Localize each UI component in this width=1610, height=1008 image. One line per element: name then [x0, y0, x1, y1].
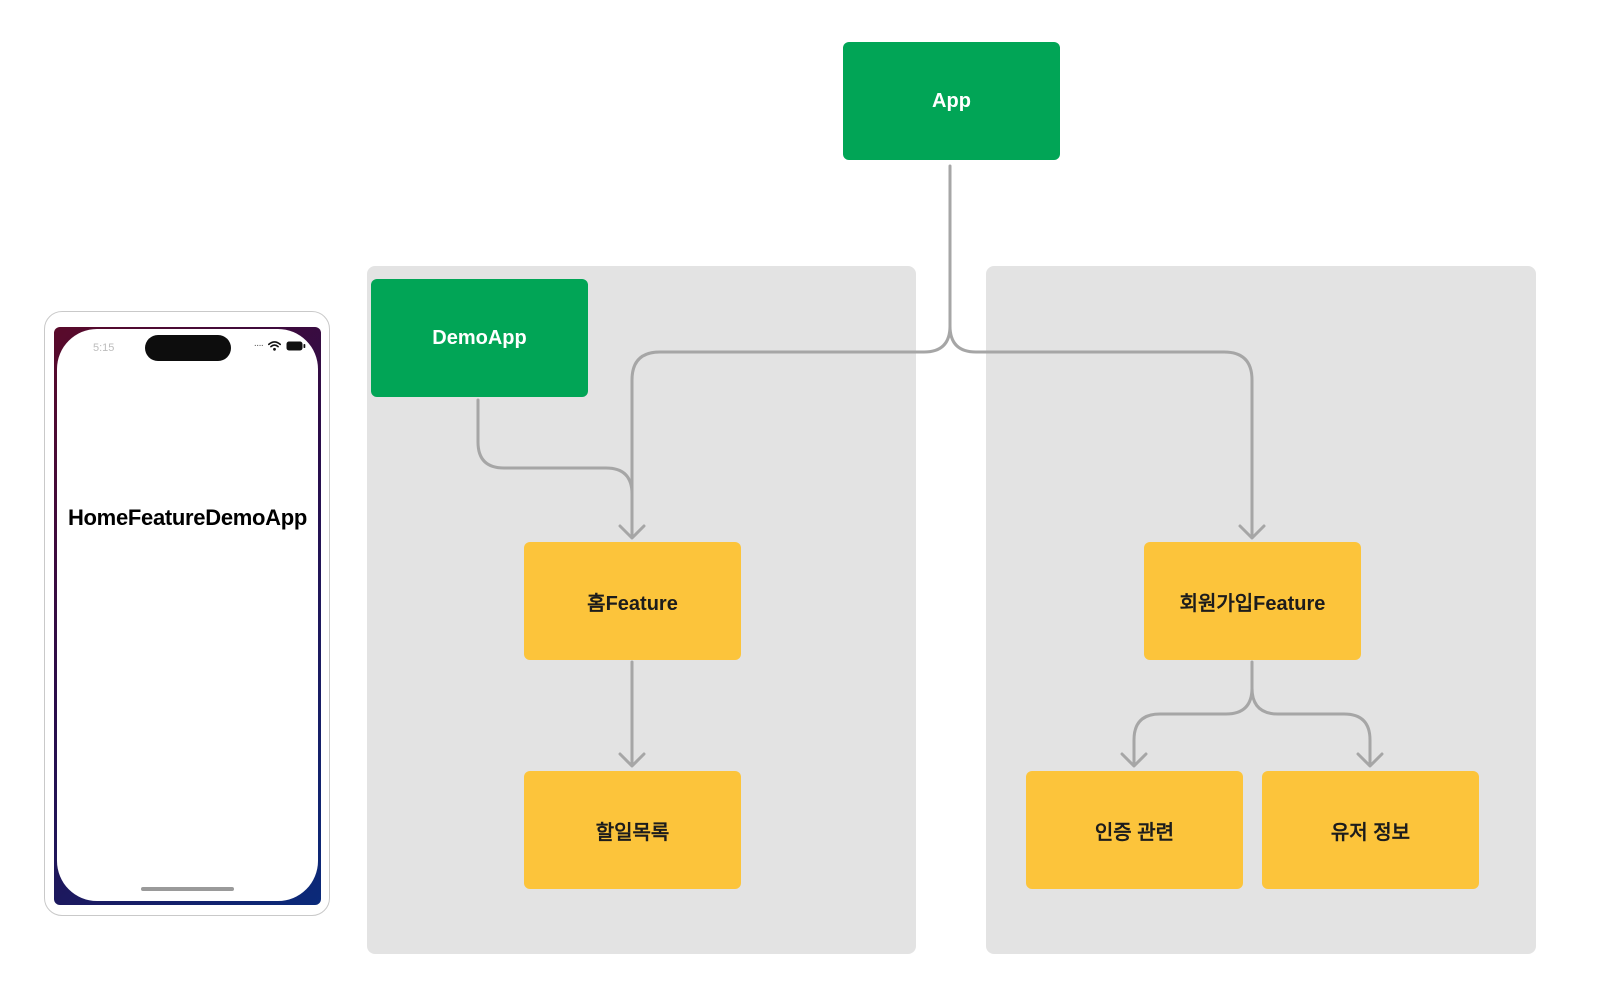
app-node[interactable]: App [843, 42, 1060, 160]
auth-node[interactable]: 인증 관련 [1026, 771, 1243, 889]
cellular-signal-icon: ···· [253, 340, 264, 351]
demoapp-node[interactable]: DemoApp [371, 279, 588, 397]
dynamic-island [145, 335, 231, 361]
status-bar-icons: ···· [254, 341, 306, 351]
home-feature-node[interactable]: 홈Feature [524, 542, 741, 660]
home-indicator[interactable] [141, 887, 234, 891]
screen-title: HomeFeatureDemoApp [67, 505, 308, 530]
battery-icon [286, 341, 306, 351]
status-time: 5:15 [93, 342, 115, 354]
user-info-node[interactable]: 유저 정보 [1262, 771, 1479, 889]
phone-screen: 5:15 ···· HomeFeatureDemoApp [57, 329, 318, 901]
signup-feature-node[interactable]: 회원가입Feature [1144, 542, 1361, 660]
wifi-icon [268, 341, 281, 351]
todo-list-node[interactable]: 할일목록 [524, 771, 741, 889]
